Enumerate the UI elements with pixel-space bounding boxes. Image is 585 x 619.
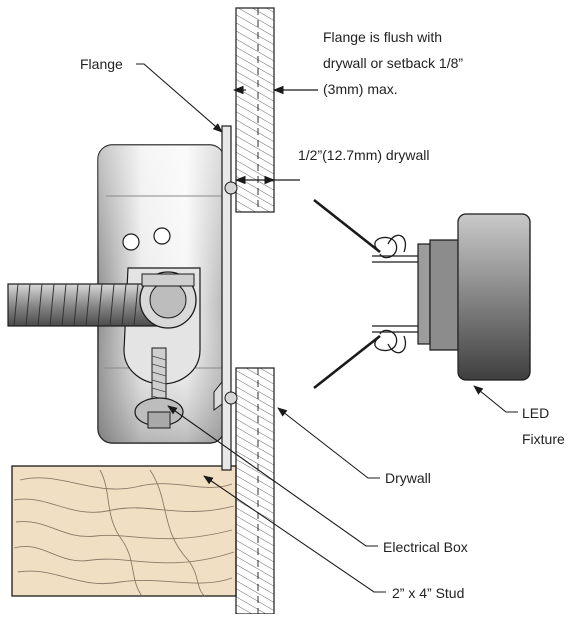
wood-stud [11,465,237,597]
flange-label: Flange [80,56,123,72]
led-fixture [313,198,531,390]
flange-leader [136,63,223,133]
drywall-thickness-label: 1/2”(12.7mm) drywall [298,147,429,163]
flush-note-line1: Flange is flush with [323,29,442,45]
flexible-conduit [7,271,197,329]
stud-label: 2” x 4” Stud [392,585,464,601]
flush-note-line3: (3mm) max. [323,81,398,97]
led-label-line1: LED [522,405,549,421]
stud-leader [203,475,386,593]
drywall-upper [235,7,275,213]
flange [213,125,238,471]
drywall-leader [277,407,380,479]
drywall-label: Drywall [385,470,431,486]
drywall-lower [235,367,275,615]
led-leader [473,385,518,413]
electrical-box-label: Electrical Box [383,539,468,555]
electrical-box-leader [167,405,378,547]
flush-note-line2: drywall or setback 1/8” [323,55,463,71]
led-label-line2: Fixture [522,431,565,447]
